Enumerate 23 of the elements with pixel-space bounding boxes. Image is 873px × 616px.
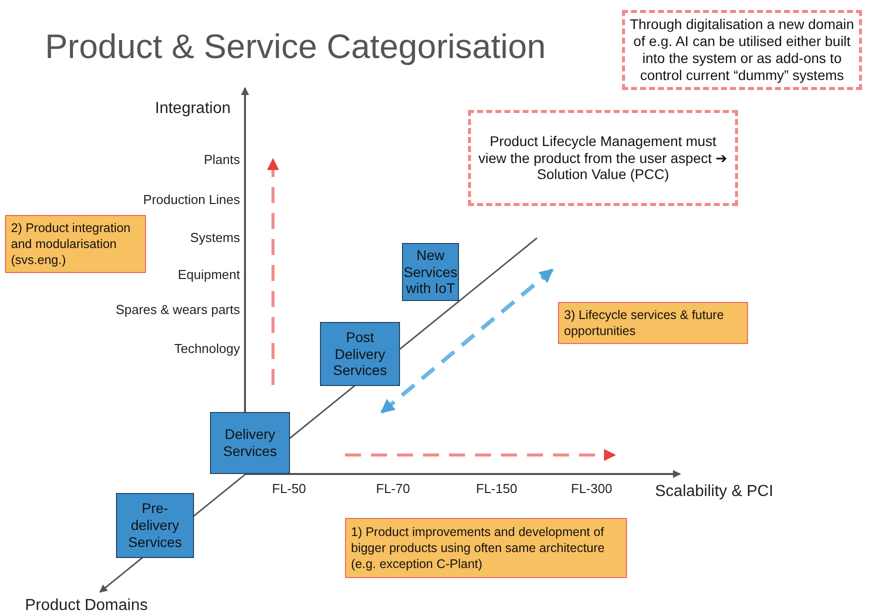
axis-label: Product Domains	[25, 597, 148, 615]
axis-label: Scalability & PCI	[655, 483, 774, 501]
axis-label: Integration	[155, 100, 231, 118]
title: Product & Service Categorisation	[45, 28, 546, 67]
annotation-box: 1) Product improvements and development of bigger products using often same architecture (e.g. exception C-Plant)	[345, 518, 627, 578]
stage-box: Post Delivery Services	[320, 322, 400, 386]
stage-box: New Services with IoT	[402, 243, 459, 301]
tick-label: FL-70	[376, 481, 410, 496]
annotation-box: 3) Lifecycle services & future opportunities	[558, 302, 748, 344]
tick-label: Plants	[204, 152, 240, 167]
stage-box: Delivery Services	[210, 412, 290, 474]
tick-label: Systems	[190, 230, 240, 245]
stage-box: Pre-delivery Services	[116, 493, 194, 558]
tick-label: Technology	[174, 341, 240, 356]
tick-label: FL-150	[476, 481, 518, 496]
tick-label: FL-300	[571, 481, 612, 496]
tick-label: Spares & wears parts	[116, 302, 240, 317]
tick-label: FL-50	[272, 481, 306, 496]
tick-label: Production Lines	[143, 192, 240, 207]
annotation-box: 2) Product integration and modularisation (svs.eng.)	[5, 215, 146, 273]
tick-label: Equipment	[178, 267, 240, 282]
note-box: Product Lifecycle Management must view the product from the user aspect ➔ Solution Value (PCC)	[468, 110, 738, 206]
note-box: Through digitalisation a new domain of e.g. AI can be utilised either built into the system or as add-ons to control current “dummy” systems	[622, 10, 862, 90]
